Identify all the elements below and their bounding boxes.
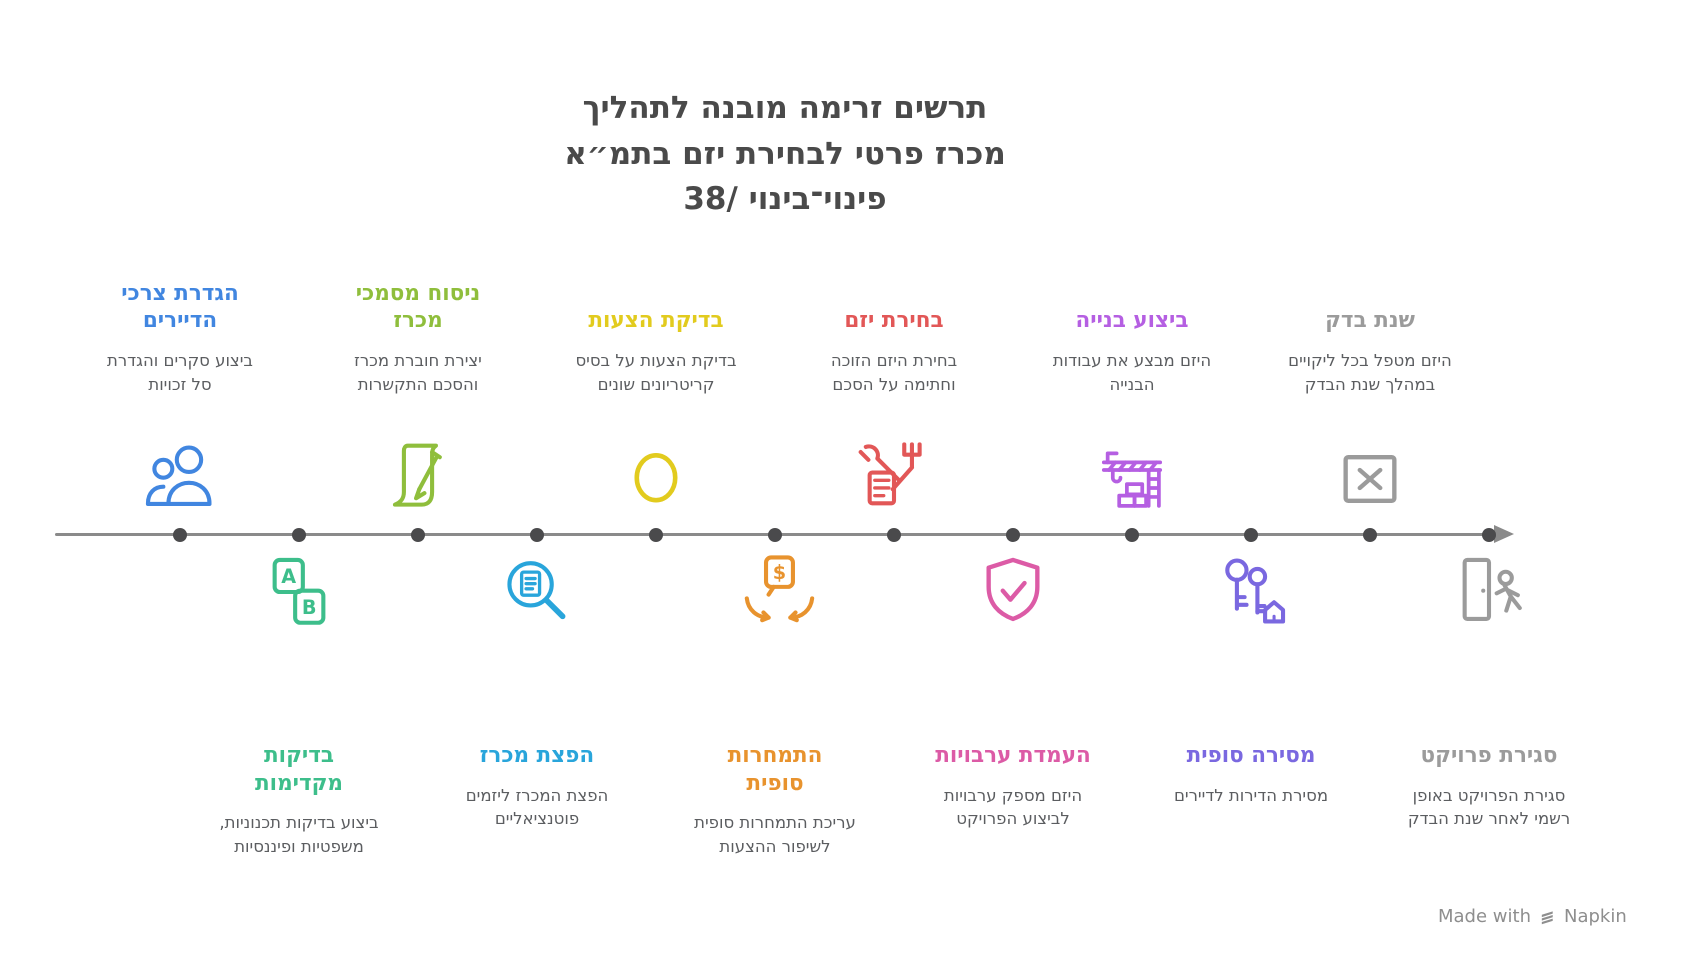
x-box-icon bbox=[1326, 435, 1414, 523]
timeline-dot bbox=[768, 528, 782, 542]
page-title: תרשים זרימה מובנה לתהליך מכרז פרטי לבחיר… bbox=[385, 86, 1185, 223]
step-description: הפצת המכרז ליזמים פוטנציאליים bbox=[465, 785, 609, 829]
step-column-9: ביצוע בנייה היזם מבצע את עבודות הבנייה bbox=[1016, 263, 1248, 525]
step-title: הפצת מכרז bbox=[479, 743, 595, 768]
page-title-line-1: תרשים זרימה מובנה לתהליך bbox=[582, 90, 988, 126]
step-column-4: הפצת מכרז הפצת המכרז ליזמים פוטנציאליים bbox=[421, 546, 653, 876]
step-column-2: A B בדיקות מקדימות ביצוע בדיקות תכנוניות… bbox=[183, 546, 415, 876]
timeline-dot bbox=[173, 528, 187, 542]
timeline-arrowhead-icon bbox=[1494, 525, 1514, 543]
timeline-dot bbox=[1244, 528, 1258, 542]
step-description: ביצוע בדיקות תכנוניות, משפטיות ופיננסיות bbox=[219, 813, 379, 856]
keys-house-icon bbox=[1207, 548, 1295, 636]
step-column-3: ניסוח מסמכי מכרז יצירת חוברת מכרז והסכם … bbox=[302, 263, 534, 525]
magnifier-list-icon bbox=[493, 548, 581, 636]
step-title: ביצוע בנייה bbox=[1075, 308, 1189, 334]
step-title: הגדרת צרכי הדיירים bbox=[121, 280, 239, 334]
step-title: בדיקות מקדימות bbox=[255, 743, 343, 796]
ab-test-icon: A B bbox=[255, 548, 343, 636]
step-column-7: בחירת יזם בחירת היזם הזוכה וחתימה על הסכ… bbox=[778, 263, 1010, 525]
shield-check-icon bbox=[969, 548, 1057, 636]
step-column-6: $ התמחרות סופית עריכת התמחרות סופית לשיפ… bbox=[659, 546, 891, 876]
step-title: ניסוח מסמכי מכרז bbox=[355, 280, 481, 334]
svg-text:$: $ bbox=[773, 561, 786, 584]
step-description: בחירת היזם הזוכה וחתימה על הסכם bbox=[830, 351, 958, 394]
svg-text:A: A bbox=[281, 565, 296, 588]
step-description: היזם מספק ערבויות לביצוע הפרויקט bbox=[943, 785, 1083, 829]
users-icon bbox=[136, 435, 224, 523]
step-title: העמדת ערבויות bbox=[935, 743, 1091, 768]
step-column-1: הגדרת צרכי הדיירים ביצוע סקרים והגדרת סל… bbox=[64, 263, 296, 525]
svg-text:B: B bbox=[302, 596, 317, 619]
timeline-dot bbox=[1125, 528, 1139, 542]
step-column-8: העמדת ערבויות היזם מספק ערבויות לביצוע ה… bbox=[897, 546, 1129, 876]
timeline-dot bbox=[1363, 528, 1377, 542]
step-description: היזם מבצע את עבודות הבנייה bbox=[1052, 351, 1212, 394]
step-description: ביצוע סקרים והגדרת סל זכויות bbox=[107, 351, 253, 394]
step-title: סגירת פרויקט bbox=[1420, 743, 1558, 768]
timeline-dot bbox=[1006, 528, 1020, 542]
step-column-10: מסירה סופית מסירת הדירות לדיירים bbox=[1135, 546, 1367, 876]
page-title-line-2: מכרז פרטי לבחירת יזם בתמ״א bbox=[564, 135, 1006, 172]
napkin-brand-label: Napkin bbox=[1563, 906, 1627, 927]
crane-construction-icon bbox=[1088, 435, 1176, 523]
step-description: סגירת הפרויקט באופן רשמי לאחר שנת הבדק bbox=[1407, 785, 1571, 829]
timeline-dot bbox=[292, 528, 306, 542]
step-description: בדיקת הצעות על בסיס קריטריונים שונים bbox=[575, 351, 737, 394]
page-title-line-3: פינוי־בינוי /38 bbox=[683, 181, 887, 218]
step-title: מסירה סופית bbox=[1186, 743, 1316, 768]
step-title: בדיקת הצעות bbox=[588, 308, 724, 334]
step-description: יצירת חוברת מכרז והסכם התקשרות bbox=[354, 351, 482, 394]
tools-icon bbox=[850, 435, 938, 523]
step-description: היזם מטפל בכל ליקויים במהלך שנת הבדק bbox=[1288, 351, 1452, 394]
made-with-napkin-badge[interactable]: Made with Napkin bbox=[1438, 906, 1627, 927]
step-title: התמחרות סופית bbox=[727, 743, 823, 796]
step-description: עריכת התמחרות סופית לשיפור ההצעות bbox=[694, 813, 856, 856]
timeline-dot bbox=[649, 528, 663, 542]
timeline-dot bbox=[530, 528, 544, 542]
step-title: שנת בדק bbox=[1325, 308, 1415, 334]
negotiation-dollar-icon: $ bbox=[731, 548, 819, 636]
contract-pen-icon bbox=[374, 435, 462, 523]
timeline-dot bbox=[1482, 528, 1496, 542]
step-column-11: שנת בדק היזם מטפל בכל ליקויים במהלך שנת … bbox=[1254, 263, 1486, 525]
napkin-logo-icon bbox=[1538, 907, 1557, 926]
step-title: בחירת יזם bbox=[844, 308, 944, 334]
timeline-dot bbox=[411, 528, 425, 542]
circle-icon bbox=[612, 435, 700, 523]
step-column-5: בדיקת הצעות בדיקת הצעות על בסיס קריטריונ… bbox=[540, 263, 772, 525]
exit-door-icon bbox=[1445, 548, 1533, 636]
step-description: מסירת הדירות לדיירים bbox=[1173, 785, 1329, 805]
step-column-12: סגירת פרויקט סגירת הפרויקט באופן רשמי לא… bbox=[1373, 546, 1605, 876]
made-with-label: Made with bbox=[1438, 906, 1531, 927]
timeline-dot bbox=[887, 528, 901, 542]
